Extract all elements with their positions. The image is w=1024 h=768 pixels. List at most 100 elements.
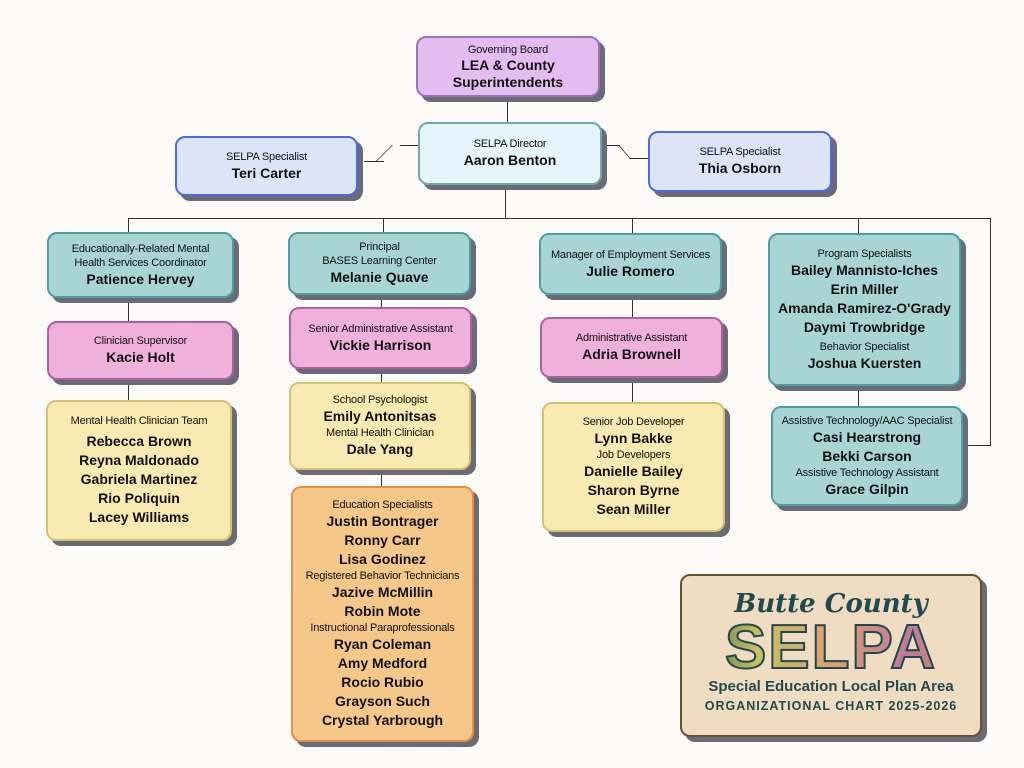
name: Casi Hearstrong <box>812 428 922 445</box>
senior-admin-box: Senior Administrative Assistant Vickie H… <box>289 307 472 369</box>
ermhs-coordinator-box: Educationally-Related Mental Health Serv… <box>47 232 234 298</box>
name: Adria Brownell <box>582 346 681 362</box>
name: Daymi Trowbridge <box>803 318 926 335</box>
role-title: Educationally-Related Mental <box>71 242 210 255</box>
name: Amanda Ramirez-O'Grady <box>778 299 951 316</box>
name: Teri Carter <box>231 164 302 181</box>
name: Rebecca Brown <box>86 433 192 449</box>
role-title: Clinician Supervisor <box>93 335 188 347</box>
name: Superintendents <box>452 73 564 90</box>
connector <box>128 218 990 219</box>
name: Grace Gilpin <box>825 480 909 497</box>
role-title: Program Specialists <box>817 247 912 260</box>
role-title: Administrative Assistant <box>575 332 688 344</box>
role-title: Mental Health Clinician Team <box>70 415 208 427</box>
name: Vickie Harrison <box>329 336 432 353</box>
name: Kacie Holt <box>106 349 175 365</box>
name: Gabriela Martinez <box>80 471 198 487</box>
name: Thia Osborn <box>698 160 782 176</box>
role-title: Behavior Specialist <box>819 340 910 353</box>
name: Ryan Coleman <box>333 636 432 652</box>
education-specialists-box: Education Specialists Justin Bontrager R… <box>291 486 474 742</box>
assistive-technology-box: Assistive Technology/AAC Specialist Casi… <box>771 406 963 506</box>
school-psychologist-box: School Psychologist Emily Antonitsas Men… <box>289 382 471 470</box>
clinician-supervisor-box: Clinician Supervisor Kacie Holt <box>47 321 234 380</box>
name: Bekki Carson <box>822 447 912 464</box>
role-title: Manager of Employment Services <box>550 248 711 261</box>
connector <box>376 145 393 161</box>
role-title: SELPA Specialist <box>699 146 781 158</box>
connector <box>858 218 859 233</box>
name: Amy Medford <box>337 655 428 671</box>
role-title: BASES Learning Center <box>322 255 437 267</box>
selpa-specialist-right-box: SELPA Specialist Thia Osborn <box>648 131 832 192</box>
selpa-specialist-left-box: SELPA Specialist Teri Carter <box>175 136 358 196</box>
name: Ronny Carr <box>344 532 421 548</box>
administrative-assistant-box: Administrative Assistant Adria Brownell <box>540 317 723 378</box>
logo-subtitle: Special Education Local Plan Area <box>708 678 954 695</box>
role-title: Health Services Coordinator <box>74 256 207 269</box>
chart-title: ORGANIZATIONAL CHART 2025-2026 <box>704 699 958 713</box>
employment-manager-box: Manager of Employment Services Julie Rom… <box>539 233 722 295</box>
name: Erin Miller <box>830 280 899 297</box>
name: Dale Yang <box>346 441 414 457</box>
principal-box: Principal BASES Learning Center Melanie … <box>288 232 471 295</box>
name: Julie Romero <box>586 262 675 279</box>
program-specialists-box: Program Specialists Bailey Mannisto-Iche… <box>768 233 961 386</box>
role-title: Education Specialists <box>332 499 433 511</box>
connector <box>858 386 859 406</box>
connector <box>364 161 384 162</box>
name: Joshua Kuersten <box>807 354 922 371</box>
connector <box>400 145 418 146</box>
selpa-logo: Butte County SELPA Special Education Loc… <box>680 574 982 737</box>
role-title: Principal <box>359 241 400 253</box>
job-developers-box: Senior Job Developer Lynn Bakke Job Deve… <box>542 402 725 532</box>
connector <box>507 97 508 122</box>
director-box: SELPA Director Aaron Benton <box>418 122 602 185</box>
name: Lacey Williams <box>88 509 190 525</box>
connector <box>966 445 991 446</box>
logo-selpa: SELPA <box>682 616 980 680</box>
name: Jazive McMillin <box>331 584 434 600</box>
governing-board-box: Governing Board LEA & County Superintend… <box>416 36 600 97</box>
logo-county: Butte County <box>734 589 928 619</box>
name: Aaron Benton <box>463 152 557 168</box>
name: Lisa Godinez <box>338 551 427 567</box>
connector <box>602 145 620 146</box>
role-title: School Psychologist <box>332 394 428 406</box>
name: Robin Mote <box>344 603 421 619</box>
name: LEA & County <box>461 56 555 73</box>
role-title: Mental Health Clinician <box>326 427 434 439</box>
clinician-team-box: Mental Health Clinician Team Rebecca Bro… <box>46 400 232 541</box>
name: Reyna Maldonado <box>79 452 199 468</box>
name: Grayson Such <box>335 693 430 709</box>
connector <box>128 218 129 232</box>
name: Sharon Byrne <box>587 482 680 498</box>
name: Sean Miller <box>596 501 671 517</box>
name: Crystal Yarbrough <box>321 712 444 728</box>
connector <box>383 218 384 232</box>
name: Lynn Bakke <box>594 430 673 446</box>
role-title: SELPA Director <box>473 138 547 150</box>
connector <box>632 218 633 233</box>
role-title: Senior Job Developer <box>582 416 685 428</box>
name: Bailey Mannisto-Iches <box>790 261 939 278</box>
role-title: Governing Board <box>467 43 549 56</box>
role-title: Registered Behavior Technicians <box>305 570 460 582</box>
name: Danielle Bailey <box>584 463 683 479</box>
connector <box>630 158 648 159</box>
name: Justin Bontrager <box>326 513 439 529</box>
role-title: Job Developers <box>596 449 671 461</box>
connector <box>618 145 631 159</box>
connector <box>990 218 991 445</box>
role-title: Assistive Technology Assistant <box>795 466 939 479</box>
name: Patience Hervey <box>86 270 195 287</box>
role-title: Assistive Technology/AAC Specialist <box>781 414 953 427</box>
name: Rocio Rubio <box>341 674 424 690</box>
name: Melanie Quave <box>330 269 429 285</box>
name: Emily Antonitsas <box>323 408 437 424</box>
name: Rio Poliquin <box>98 490 180 506</box>
role-title: SELPA Specialist <box>226 150 307 163</box>
role-title: Instructional Paraprofessionals <box>310 622 455 634</box>
role-title: Senior Administrative Assistant <box>308 322 453 335</box>
